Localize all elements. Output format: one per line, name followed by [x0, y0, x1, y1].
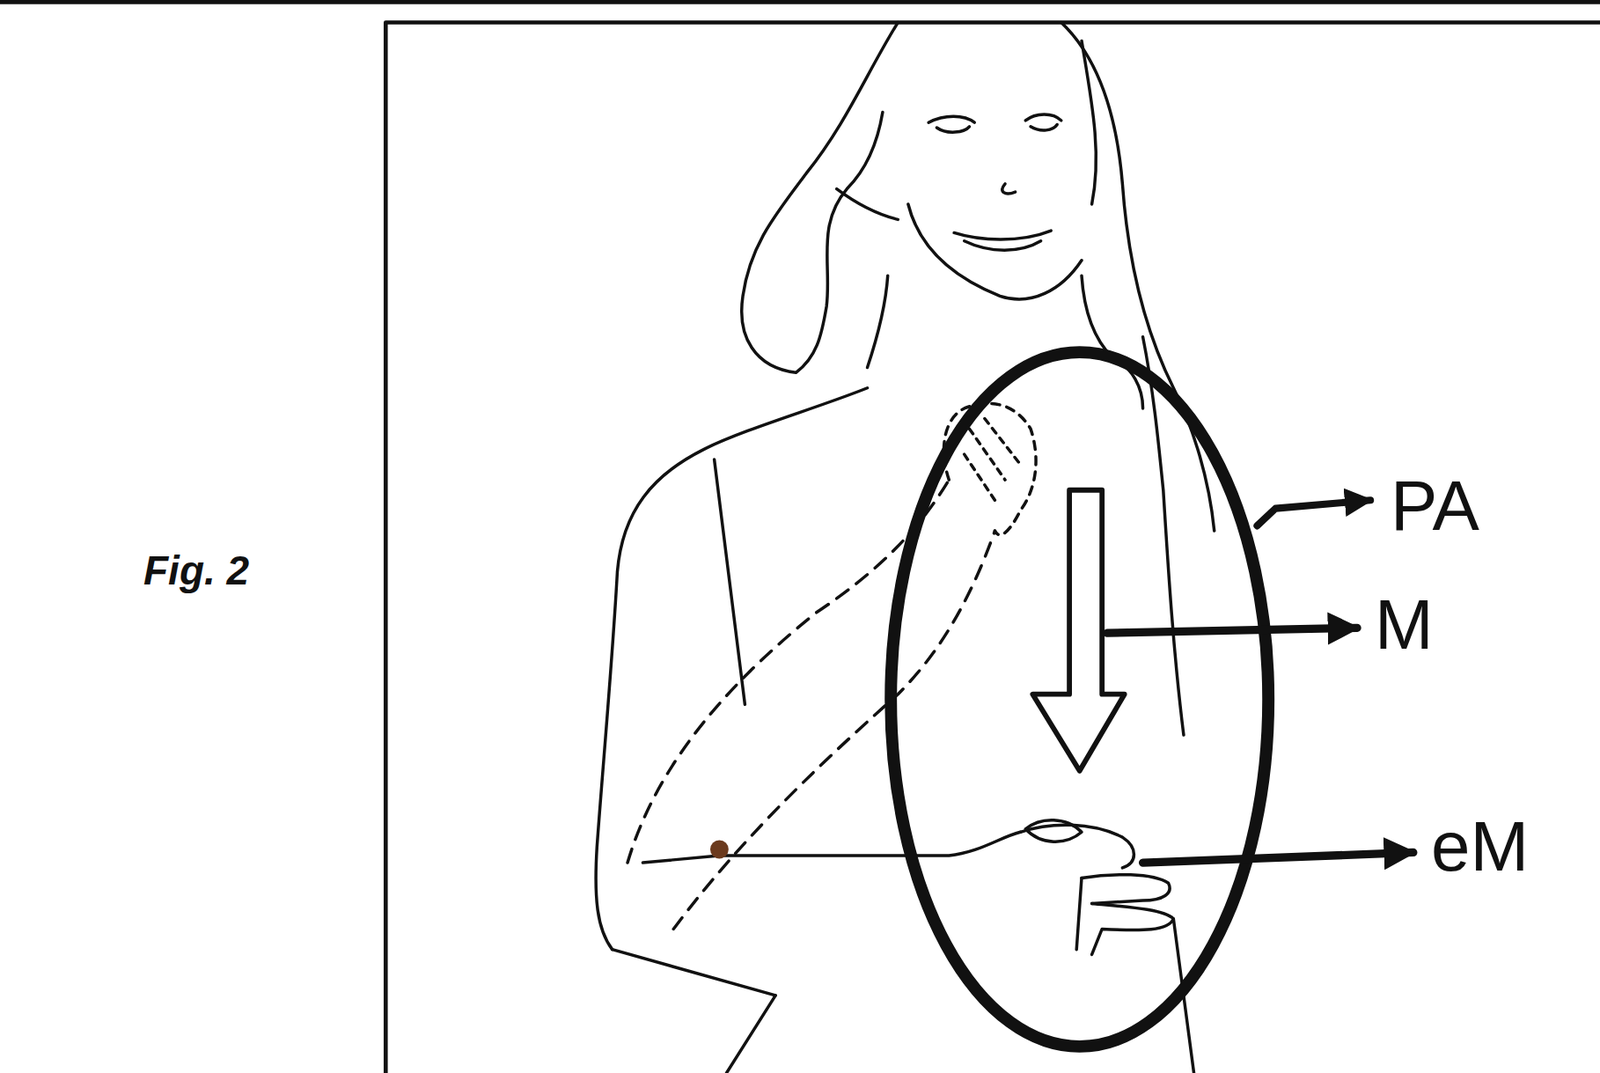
part-label: PA [1390, 470, 1480, 542]
figure-caption: Fig. 2 [143, 550, 250, 591]
top-rule [0, 0, 1600, 5]
frame [385, 22, 1600, 1073]
part-label: M [1374, 589, 1434, 661]
leader-line [1107, 627, 1358, 633]
leader-line [1256, 499, 1371, 526]
leader-line [1143, 851, 1414, 863]
location-ellipse [890, 352, 1269, 1047]
part-label: eM [1431, 811, 1529, 882]
